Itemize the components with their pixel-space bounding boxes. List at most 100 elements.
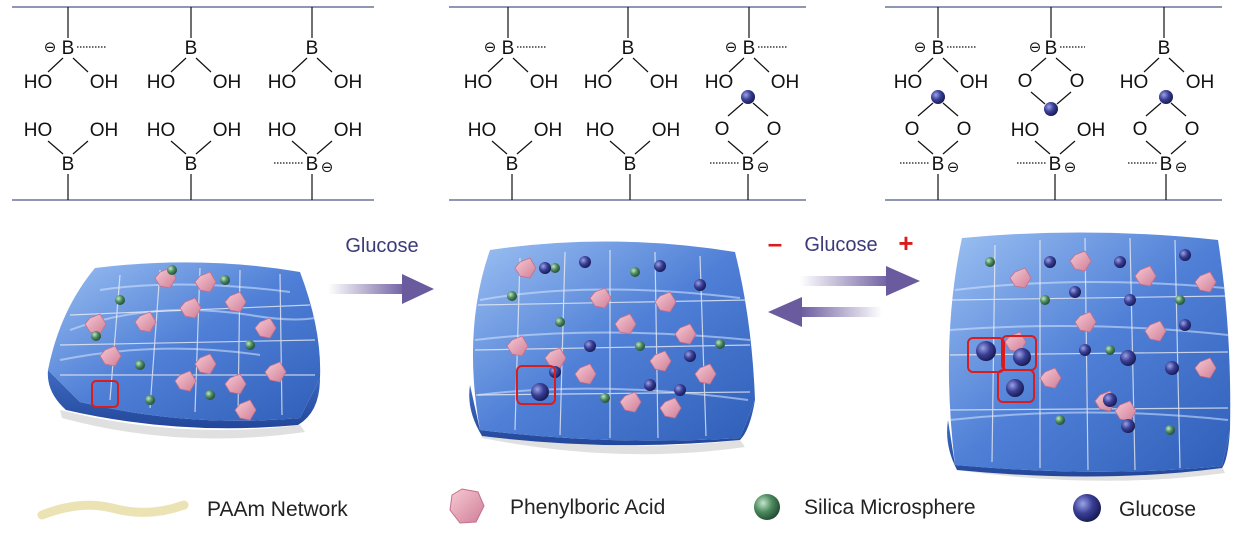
unit-p3-top-3: B HO OH xyxy=(1120,7,1214,93)
gel-side xyxy=(47,370,321,429)
boron-label: B xyxy=(622,38,635,59)
green-sphere-icon xyxy=(754,494,780,520)
legend-item-glucose: Glucose xyxy=(1073,494,1196,522)
hydrogel-block-1 xyxy=(47,262,321,439)
oxygen-label: O xyxy=(1018,71,1033,92)
hydroxyl-right: OH xyxy=(213,72,242,93)
gel-side xyxy=(469,385,755,446)
boron-label: B xyxy=(62,38,75,59)
oxygen-label: O xyxy=(1070,71,1085,92)
chem-panel-3: ⊖ B HO OH ⊖ B O O B HO OH xyxy=(885,6,1222,201)
anion-charge: ⊖ xyxy=(725,39,738,56)
hydroxyl-left: HO xyxy=(468,120,497,141)
oxygen-label: O xyxy=(715,119,730,140)
oxygen-label: O xyxy=(957,119,972,140)
gel-shadow xyxy=(60,410,305,439)
boron-label: B xyxy=(185,38,198,59)
boron-label: B xyxy=(624,154,637,175)
unit-p3-bottom-3-glucose-bound: O O B ⊖ xyxy=(1128,90,1199,200)
unit-p2-top-1: ⊖ B HO OH xyxy=(464,7,558,93)
gel-shadow xyxy=(955,462,1225,481)
boron-label: B xyxy=(306,38,319,59)
wavy-strand-icon xyxy=(37,500,189,520)
boron-label: B xyxy=(1160,154,1173,175)
hydroxyl-left: HO xyxy=(24,72,53,93)
anion-charge: ⊖ xyxy=(1029,39,1042,56)
hydroxyl-left: HO xyxy=(1120,72,1149,93)
boron-label: B xyxy=(932,154,945,175)
anion-charge: ⊖ xyxy=(321,159,334,176)
boron-label: B xyxy=(932,38,945,59)
binding-site-highlight xyxy=(91,380,119,408)
anion-charge: ⊖ xyxy=(757,159,770,176)
minus-sign: – xyxy=(768,228,782,258)
oxygen-label: O xyxy=(767,119,782,140)
legend-item-paam-network: PAAm Network xyxy=(37,498,348,521)
hydroxyl-right: OH xyxy=(650,72,679,93)
phenylboric-acid-markers xyxy=(84,267,287,421)
pink-polyhedron-icon xyxy=(449,488,485,524)
binding-site-highlight xyxy=(967,337,1005,373)
unit-p1-top-1: ⊖ B HO OH xyxy=(24,7,118,93)
forward-arrow xyxy=(800,276,892,286)
boron-label: B xyxy=(742,154,755,175)
boron-label: B xyxy=(62,154,75,175)
gel-top xyxy=(48,262,321,421)
hydroxyl-left: HO xyxy=(147,120,176,141)
legend-label: Phenylboric Acid xyxy=(510,496,665,519)
anion-charge: ⊖ xyxy=(44,39,57,56)
hydroxyl-left: HO xyxy=(268,120,297,141)
unit-p3-top-2-glucose-bound: ⊖ B O O xyxy=(1018,7,1085,116)
phenylboric-acid-markers xyxy=(506,257,717,419)
unit-p2-top-2: B HO OH xyxy=(584,7,679,93)
unit-p3-bottom-1-glucose-bound: O O B ⊖ xyxy=(900,90,971,200)
boron-label: B xyxy=(306,154,319,175)
glucose-arrow-label: Glucose xyxy=(345,235,418,257)
hydroxyl-right: OH xyxy=(213,120,242,141)
boron-label: B xyxy=(743,38,756,59)
oxygen-label: O xyxy=(1133,119,1148,140)
gel-side xyxy=(947,420,1230,477)
reverse-arrow-head xyxy=(768,297,802,327)
hydroxyl-right: OH xyxy=(771,72,800,93)
hydroxyl-left: HO xyxy=(894,72,923,93)
gel-shadow xyxy=(480,430,745,455)
hydroxyl-right: OH xyxy=(1077,120,1106,141)
unit-p3-bottom-2: HO OH B ⊖ xyxy=(1011,120,1106,200)
hydrogel-block-3 xyxy=(947,232,1231,481)
boron-label: B xyxy=(1045,38,1058,59)
silica-markers xyxy=(91,265,255,405)
glucose-sphere xyxy=(1159,90,1173,104)
hydroxyl-right: OH xyxy=(534,120,563,141)
reversible-glucose-label: Glucose xyxy=(804,234,877,256)
glucose-sphere xyxy=(931,90,945,104)
boron-label: B xyxy=(506,154,519,175)
hydroxyl-left: HO xyxy=(586,120,615,141)
hydroxyl-right: OH xyxy=(334,120,363,141)
unit-p1-top-2: B HO OH xyxy=(147,7,242,93)
hydroxyl-right: OH xyxy=(960,72,989,93)
plus-sign: + xyxy=(898,228,913,258)
anion-charge: ⊖ xyxy=(947,159,960,176)
binding-site-highlight xyxy=(997,369,1035,403)
boron-label: B xyxy=(1158,38,1171,59)
glucose-sphere xyxy=(741,90,755,104)
hydroxyl-right: OH xyxy=(90,120,119,141)
glucose-sphere xyxy=(1044,102,1058,116)
unit-p2-top-3: ⊖ B HO OH xyxy=(705,7,800,93)
hydroxyl-left: HO xyxy=(147,72,176,93)
unit-p1-bottom-1: HO OH B xyxy=(24,120,119,200)
chem-panel-2: ⊖ B HO OH B HO OH ⊖ B HO OH HO xyxy=(449,6,806,201)
hydroxyl-right: OH xyxy=(334,72,363,93)
unit-p2-bottom-3-glucose-bound: O O B ⊖ xyxy=(710,90,781,200)
anion-charge: ⊖ xyxy=(1064,159,1077,176)
hydroxyl-left: HO xyxy=(24,120,53,141)
unit-p1-bottom-2: HO OH B xyxy=(147,120,242,200)
reversible-glucose-arrows: – Glucose + xyxy=(768,228,920,327)
legend-label: Glucose xyxy=(1119,498,1196,521)
anion-charge: ⊖ xyxy=(1175,159,1188,176)
hydroxyl-left: HO xyxy=(464,72,493,93)
boron-label: B xyxy=(185,154,198,175)
